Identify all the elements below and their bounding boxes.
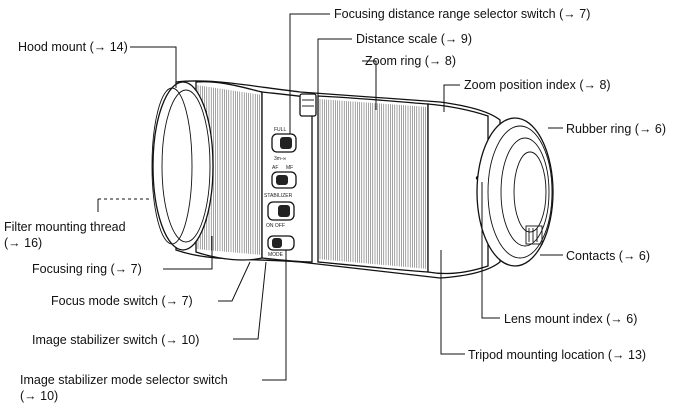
label-image-stabilizer-switch: Image stabilizer switch (→ 10) [32,333,199,347]
label-zoom-ring: Zoom ring (→ 8) [365,54,456,68]
rear-mount [476,117,554,267]
range-mark-full: FULL [274,127,286,133]
label-rubber-ring: Rubber ring (→ 6) [566,122,666,136]
range-mark-3m: 3m-∞ [274,156,287,162]
leader-lines [97,13,563,381]
mf-mark: MF [286,165,293,171]
switch-panel: FULL 3m-∞ AF MF STABILIZER ON OFF MODE [261,91,317,263]
stabilizer-mark: STABILIZER [264,193,293,199]
distance-scale-window [299,93,317,117]
label-focus-range-switch: Focusing distance range selector switch … [334,7,590,21]
label-stabilizer-mode-page: (→ 10) [20,389,58,403]
label-hood-mount: Hood mount (→ 14) [18,40,128,54]
af-mark: AF [272,165,278,171]
label-zoom-position-index: Zoom position index (→ 8) [464,78,611,92]
label-filter-thread: Filter mounting thread [4,220,126,234]
lens-front [151,81,214,251]
callout-labels: Focusing distance range selector switch … [4,7,666,403]
contacts-block [525,225,543,245]
label-contacts: Contacts (→ 6) [566,249,650,263]
on-off-mark: ON OFF [266,223,285,229]
zoom-ring-band [317,95,429,273]
mode-mark: MODE [268,252,284,258]
label-filter-thread-page: (→ 16) [4,236,42,250]
label-tripod-location: Tripod mounting location (→ 13) [468,348,646,362]
label-distance-scale: Distance scale (→ 9) [356,32,472,46]
label-focusing-ring: Focusing ring (→ 7) [32,262,142,276]
label-stabilizer-mode-switch: Image stabilizer mode selector switch [20,373,228,387]
lens-body: FULL 3m-∞ AF MF STABILIZER ON OFF MODE [151,80,554,279]
label-focus-mode-switch: Focus mode switch (→ 7) [51,294,193,308]
label-lens-mount-index: Lens mount index (→ 6) [504,312,637,326]
